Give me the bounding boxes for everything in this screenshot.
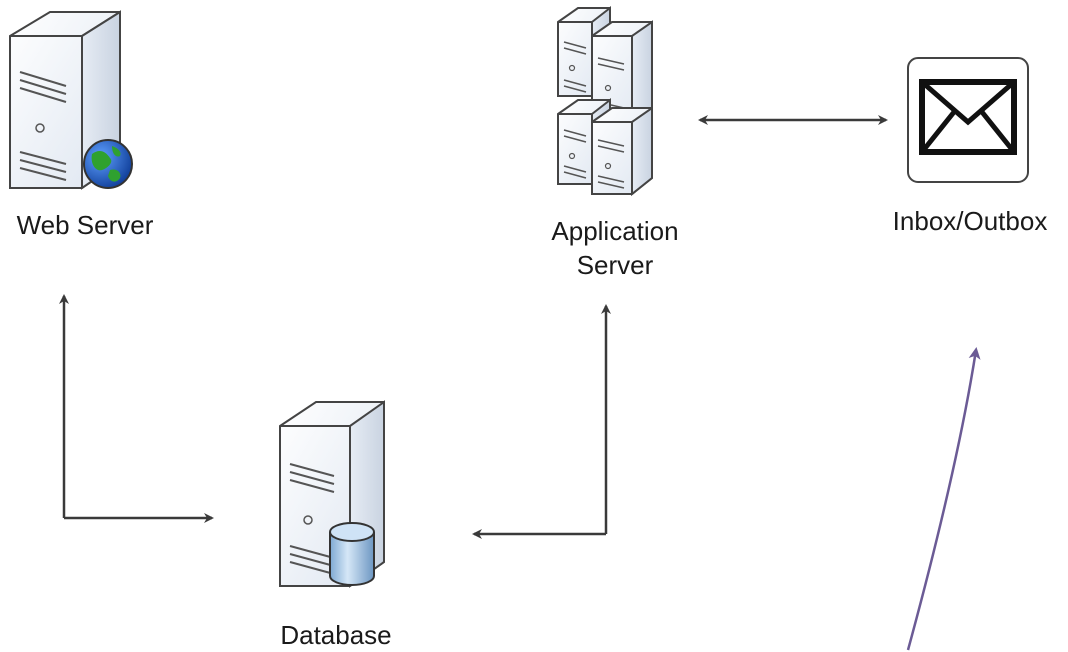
database-label: Database [280,620,392,650]
inbox-outbox-label: Inbox/Outbox [892,206,1048,236]
database-server-icon [279,400,385,588]
database-cylinder-icon [329,522,375,586]
curved-arrow-to-inbox [906,347,981,651]
server-cluster-icon [557,5,653,197]
application-server-label: Application Server [551,216,679,280]
arrow-database-to-app-server [472,304,611,539]
web-server-label: Web Server [16,210,154,240]
web-server-icon [9,10,133,190]
globe-icon [83,139,133,189]
envelope-icon [907,57,1029,183]
arrow-web-server-to-database [59,294,214,523]
